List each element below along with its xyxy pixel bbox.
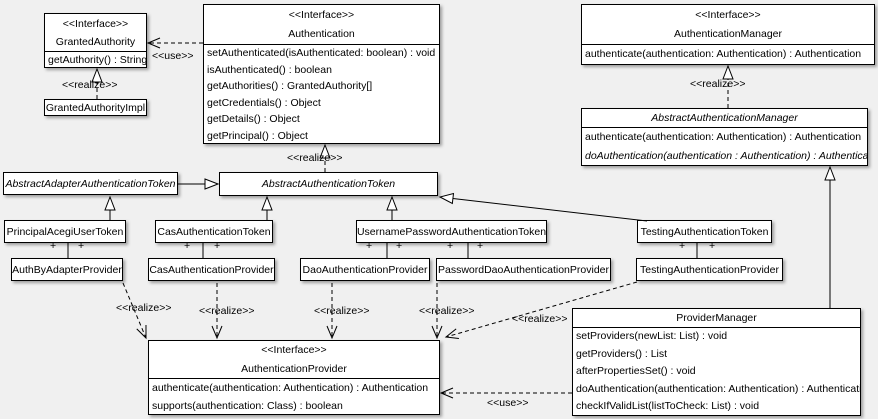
class-abstract-authentication-token: AbstractAuthenticationToken xyxy=(219,172,438,196)
class-name: PasswordDaoAuthenticationProvider xyxy=(437,263,609,276)
class-name: Authentication xyxy=(288,28,355,40)
realize-label: <<realize>> xyxy=(690,78,746,90)
realize-label: <<realize>> xyxy=(287,152,343,164)
class-name: AbstractAdapterAuthenticationToken xyxy=(5,177,176,190)
multiplicity-label: + xyxy=(477,240,484,252)
class-name: CasAuthenticationProvider xyxy=(149,263,274,276)
class-authentication-provider: <<Interface>> AuthenticationProvider aut… xyxy=(148,340,440,415)
class-name: AbstractAuthenticationToken xyxy=(261,178,396,190)
class-abstract-authentication-manager: AbstractAuthenticationManager authentica… xyxy=(581,108,868,166)
class-granted-authority: <<Interface>> GrantedAuthority getAuthor… xyxy=(44,13,147,68)
generalization-testingtoken-to-abstracttoken xyxy=(438,192,648,222)
method: getDetails() : Object xyxy=(207,113,300,125)
class-abstract-adapter-authentication-token: AbstractAdapterAuthenticationToken xyxy=(3,172,178,195)
multiplicity-label: + xyxy=(447,240,454,252)
multiplicity-label: + xyxy=(214,240,221,252)
class-granted-authority-impl: GrantedAuthorityImpl xyxy=(44,99,147,116)
method: supports(authentication: Class) : boolea… xyxy=(152,400,343,412)
stereotype-label: <<Interface>> xyxy=(288,9,355,21)
multiplicity-label: + xyxy=(709,240,716,252)
class-authentication: <<Interface>> Authentication setAuthenti… xyxy=(203,4,440,144)
method: isAuthenticated() : boolean xyxy=(207,63,332,76)
method: getAuthorities() : GrantedAuthority[] xyxy=(207,80,373,92)
class-provider-manager: ProviderManager setProviders(newList: Li… xyxy=(572,308,861,416)
method: doAuthentication(authentication : Authen… xyxy=(585,150,868,162)
multiplicity-label: + xyxy=(50,240,57,252)
class-name: AbstractAuthenticationManager xyxy=(651,112,798,124)
method: setAuthenticated(isAuthenticated: boolea… xyxy=(207,47,436,59)
class-testing-authentication-provider: TestingAuthenticationProvider xyxy=(636,258,783,281)
class-name: ProviderManager xyxy=(676,312,757,324)
method: getCredentials() : Object xyxy=(207,96,321,109)
class-name: AuthenticationManager xyxy=(674,28,782,40)
stereotype-label: <<Interface>> xyxy=(62,18,129,30)
method: authenticate(authentication: Authenticat… xyxy=(152,382,429,394)
class-name: AuthByAdapterProvider xyxy=(12,263,122,276)
class-name: AuthenticationProvider xyxy=(241,362,347,375)
realize-label: <<realize>> xyxy=(199,305,255,317)
realize-label: <<realize>> xyxy=(62,79,118,91)
method: getProviders() : List xyxy=(576,347,668,360)
multiplicity-label: + xyxy=(396,240,403,252)
method: doAuthentication(authentication: Authent… xyxy=(576,382,861,395)
class-name: UsernamePasswordAuthenticationToken xyxy=(356,225,547,238)
class-username-password-authentication-token: UsernamePasswordAuthenticationToken xyxy=(356,220,547,243)
class-name: PrincipalAcegiUserToken xyxy=(6,225,124,238)
class-cas-authentication-provider: CasAuthenticationProvider xyxy=(148,258,275,281)
method: getAuthority() : String xyxy=(45,51,146,67)
class-name: GrantedAuthority xyxy=(55,36,136,48)
realize-label: <<realize>> xyxy=(314,305,370,317)
multiplicity-label: + xyxy=(366,240,373,252)
class-testing-authentication-token: TestingAuthenticationToken xyxy=(637,220,772,243)
method: setProviders(newList: List) : void xyxy=(576,330,728,342)
method: afterPropertiesSet() : void xyxy=(576,365,696,378)
multiplicity-label: + xyxy=(679,240,686,252)
stereotype-label: <<Interface>> xyxy=(695,9,761,21)
class-name: TestingAuthenticationProvider xyxy=(640,263,779,276)
stereotype-label: <<Interface>> xyxy=(261,344,327,356)
class-name: CasAuthenticationToken xyxy=(157,225,271,238)
realize-label: <<realize>> xyxy=(116,302,172,314)
class-cas-authentication-token: CasAuthenticationToken xyxy=(155,220,273,243)
class-principal-acegi-user-token: PrincipalAcegiUserToken xyxy=(4,220,126,243)
realize-label: <<realize>> xyxy=(419,305,475,317)
multiplicity-label: + xyxy=(184,240,191,252)
class-name: TestingAuthenticationToken xyxy=(640,225,769,238)
method: getPrincipal() : Object xyxy=(207,129,308,142)
method: checkIfValidList(listToCheck: List) : vo… xyxy=(576,400,760,413)
class-name: GrantedAuthorityImpl xyxy=(45,101,146,114)
class-name: DaoAuthenticationProvider xyxy=(302,263,428,276)
realize-label: <<realize>> xyxy=(512,313,568,325)
method: authenticate(authentication: Authenticat… xyxy=(582,44,874,64)
class-authentication-manager: <<Interface>> AuthenticationManager auth… xyxy=(581,4,875,65)
class-dao-authentication-provider: DaoAuthenticationProvider xyxy=(300,258,430,281)
method: authenticate(authentication: Authenticat… xyxy=(585,131,862,143)
multiplicity-label: + xyxy=(78,240,85,252)
class-password-dao-authentication-provider: PasswordDaoAuthenticationProvider xyxy=(436,258,611,281)
use-label: <<use>> xyxy=(152,50,194,62)
use-label: <<use>> xyxy=(487,397,529,409)
class-auth-by-adapter-provider: AuthByAdapterProvider xyxy=(11,258,123,281)
